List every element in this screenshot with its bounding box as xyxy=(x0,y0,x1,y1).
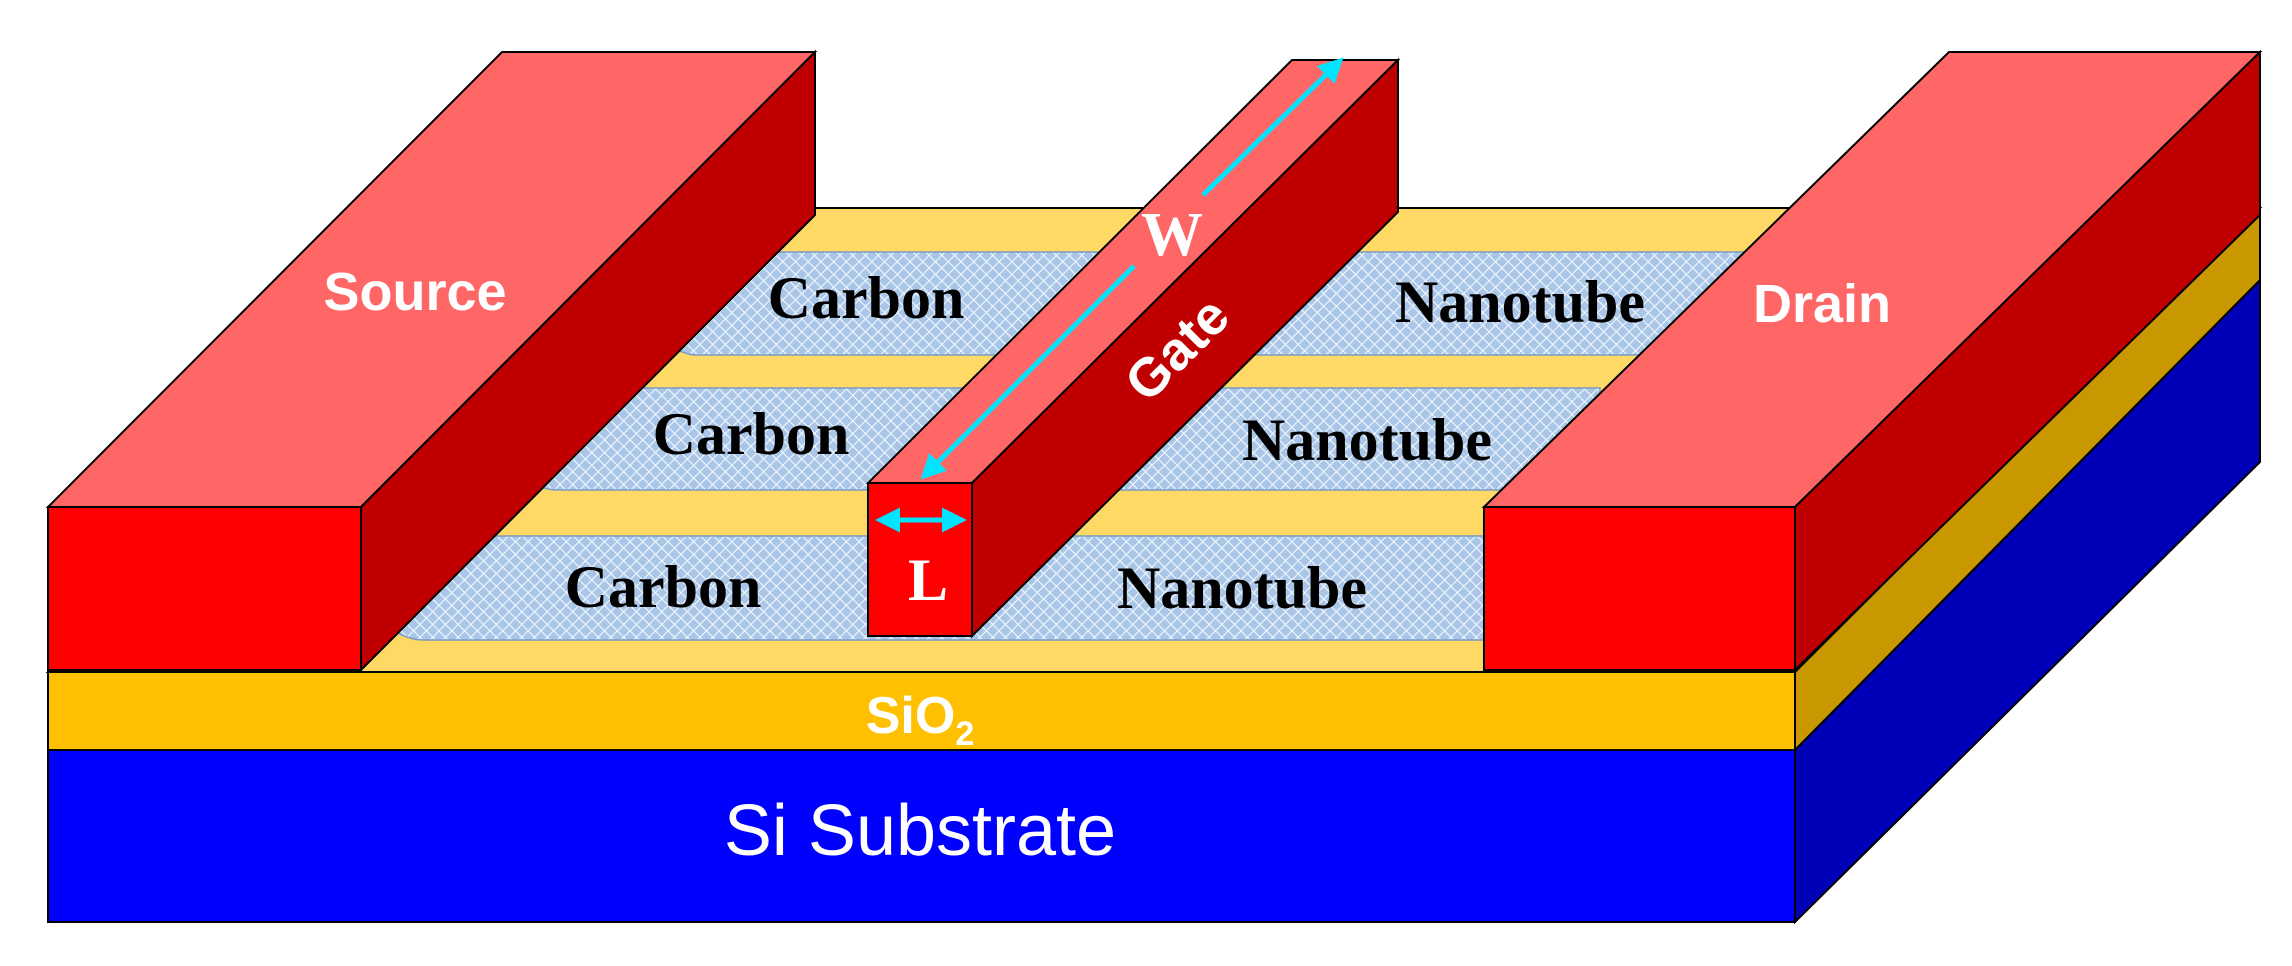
si-substrate xyxy=(47,277,2261,925)
nanotube-middle-nanotube-label: Nanotube xyxy=(1242,407,1492,473)
width-arrow-upper xyxy=(1201,57,1344,197)
width-dimension-arrow xyxy=(920,57,1344,480)
substrate-label: Si Substrate xyxy=(724,791,1116,871)
width-arrow-lower xyxy=(920,264,1136,480)
nanotube-middle-carbon-label: Carbon xyxy=(653,401,850,467)
substrate-front-face xyxy=(47,749,1796,923)
oxide-label: SiO2 xyxy=(866,687,975,753)
drain-electrode xyxy=(1481,49,2263,673)
drain-front-face xyxy=(1483,506,1796,671)
nanotube-top-nanotube-label: Nanotube xyxy=(1395,269,1645,335)
nanotube-bottom-carbon-label: Carbon xyxy=(565,554,762,620)
source-front-face xyxy=(47,506,362,671)
nanotube-bottom-nanotube-label: Nanotube xyxy=(1117,555,1367,621)
nanotube-top-carbon-label: Carbon xyxy=(768,265,965,331)
oxide-label-subscript: 2 xyxy=(955,715,974,753)
oxide-front-face xyxy=(47,671,1796,751)
length-label: L xyxy=(908,547,948,613)
source-label: Source xyxy=(323,262,506,322)
width-label: W xyxy=(1141,201,1203,269)
oxide-label-base: SiO xyxy=(866,687,956,745)
drain-label: Drain xyxy=(1753,274,1891,334)
source-electrode xyxy=(45,49,818,673)
